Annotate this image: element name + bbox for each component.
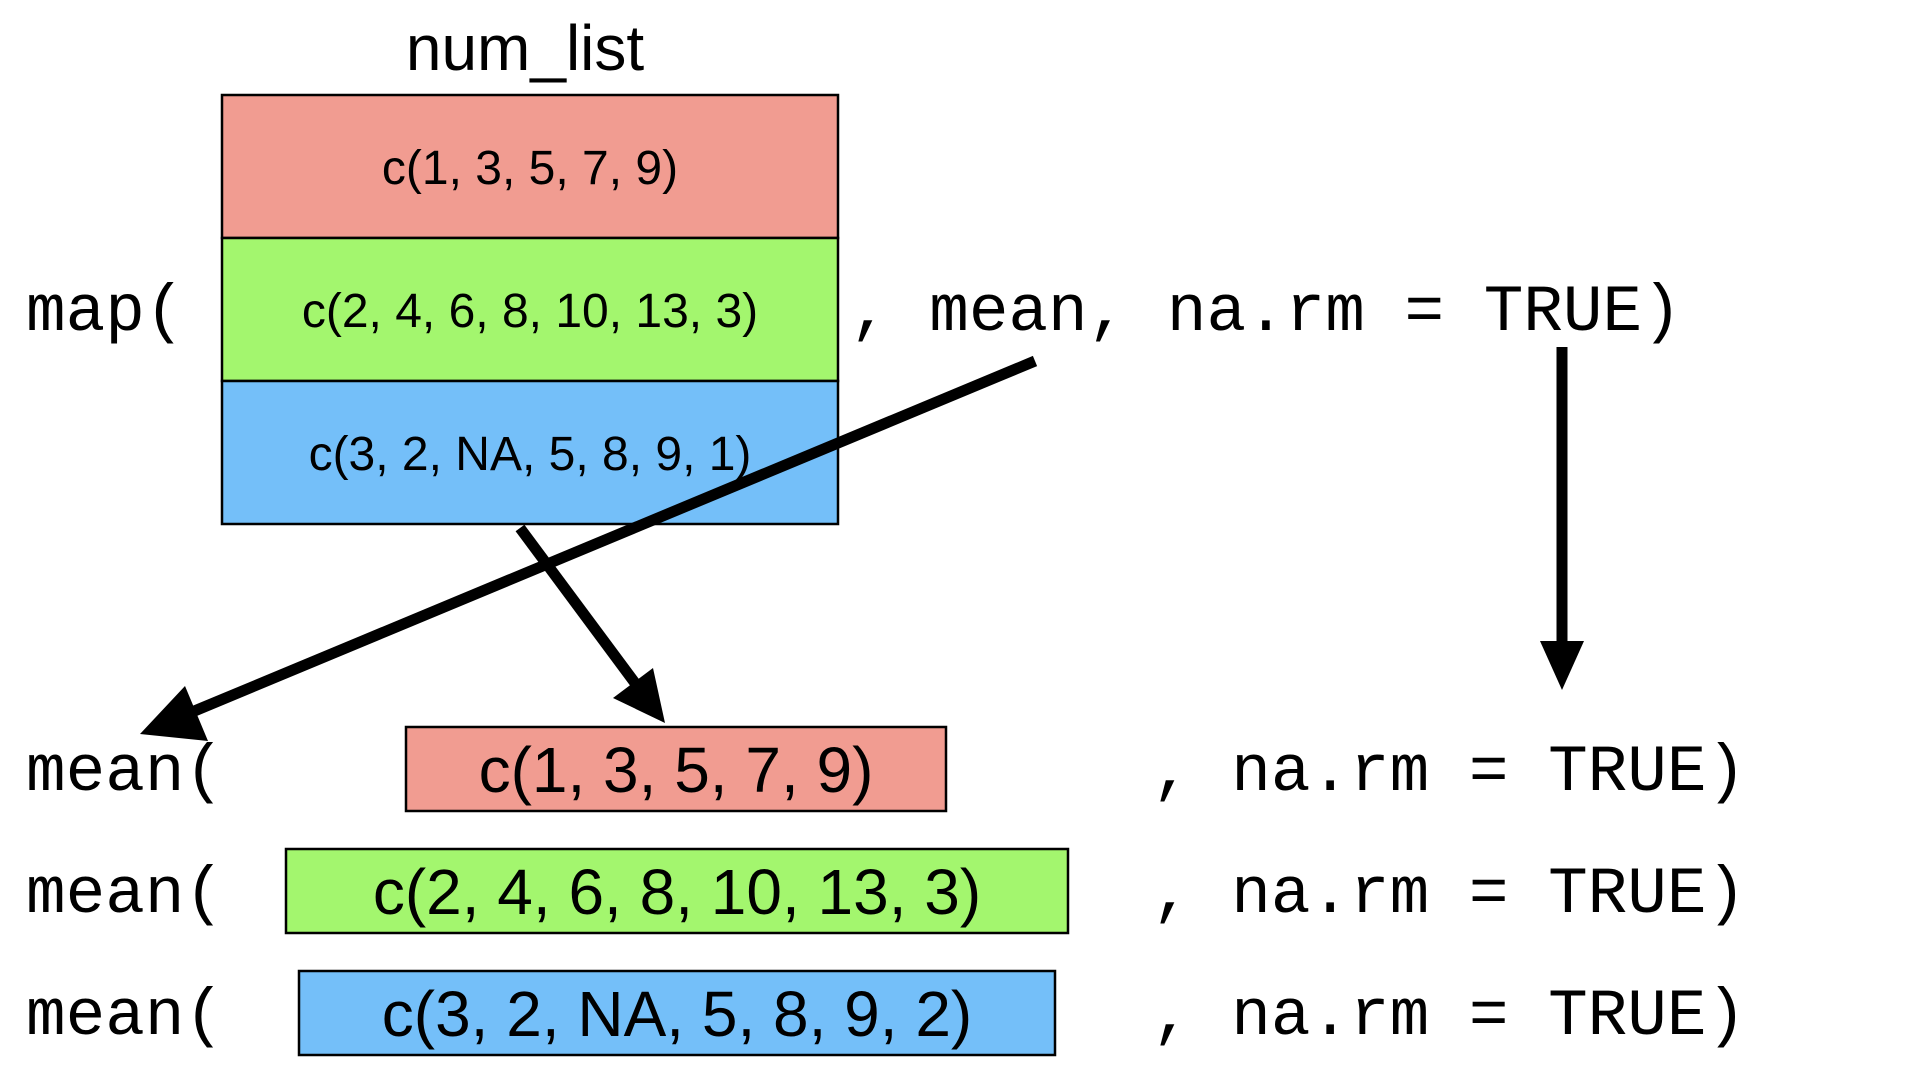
list-title: num_list	[406, 12, 645, 84]
result-row-1-open: mean(	[26, 735, 224, 810]
result-row-3-box	[297, 969, 1057, 1057]
arrow-narm-head	[1540, 641, 1584, 690]
result-row-1: mean( c(1, 3, 5, 7, 9) , na.rm = TRUE)	[26, 725, 1746, 813]
result-row-1-close: , na.rm = TRUE)	[1152, 735, 1746, 810]
result-row-3-close: , na.rm = TRUE)	[1152, 979, 1746, 1054]
list-cell-2-text: c(2, 4, 6, 8, 10, 13, 3)	[302, 285, 758, 338]
result-row-3-boxed: c(3, 2, NA, 5, 8, 9, 2)	[382, 978, 972, 1050]
map-open: map(	[26, 275, 184, 350]
result-row-2: mean( c(2, 4, 6, 8, 10, 13, 3) , na.rm =…	[26, 847, 1746, 935]
arrows	[140, 347, 1584, 741]
arrow-element-line	[515, 524, 640, 687]
result-row-2-boxed: c(2, 4, 6, 8, 10, 13, 3)	[373, 856, 981, 928]
list-cell-2-bg	[220, 236, 840, 383]
arrow-mean-line	[177, 355, 1038, 723]
result-row-2-box	[284, 847, 1070, 935]
list-cell-1-bg	[220, 93, 840, 240]
arrow-mean-head	[140, 686, 208, 741]
result-row-3: mean( c(3, 2, NA, 5, 8, 9, 2) , na.rm = …	[26, 969, 1746, 1057]
result-row-1-boxed: c(1, 3, 5, 7, 9)	[479, 734, 874, 806]
map-args: , mean, na.rm = TRUE)	[850, 275, 1682, 350]
num-list: c(1, 3, 5, 7, 9) c(2, 4, 6, 8, 10, 13, 3…	[220, 93, 840, 526]
result-row-2-open: mean(	[26, 857, 224, 932]
list-cell-3-text: c(3, 2, NA, 5, 8, 9, 1)	[309, 428, 752, 481]
result-row-2-close: , na.rm = TRUE)	[1152, 857, 1746, 932]
list-cell-3-bg	[220, 379, 840, 526]
result-row-3-open: mean(	[26, 979, 224, 1054]
result-row-1-box	[404, 725, 948, 813]
list-cell-1-text: c(1, 3, 5, 7, 9)	[382, 142, 678, 195]
arrow-element-head	[613, 668, 665, 723]
